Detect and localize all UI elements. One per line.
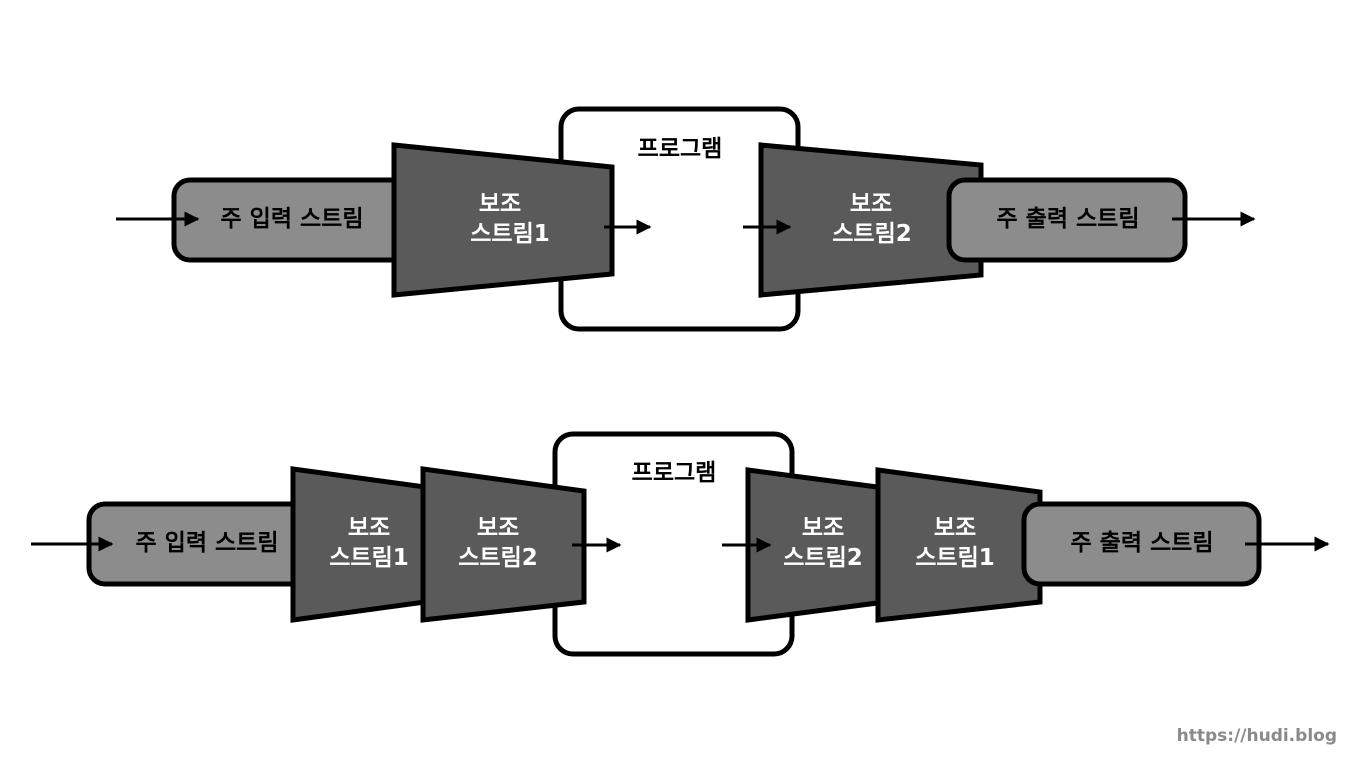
top-primary-input-label: 주 입력 스트림 bbox=[221, 206, 364, 232]
bottom-aux-input-stream-2 bbox=[420, 466, 587, 623]
top-aux-output-line2: 스트림2 bbox=[832, 221, 911, 247]
bottom-primary-input-label: 주 입력 스트림 bbox=[136, 530, 279, 556]
bottom-aux-output-2-line1: 보조 bbox=[934, 515, 976, 541]
bottom-aux-input-1-line2: 스트림1 bbox=[329, 545, 408, 571]
top-diagram: 프로그램 주 입력 스트림 보조 스트림1 보조 스트림2 주 출력 스트림 bbox=[116, 106, 1256, 332]
top-aux-input-line2: 스트림1 bbox=[470, 221, 549, 247]
bottom-program-label: 프로그램 bbox=[632, 460, 717, 486]
bottom-aux-input-1-line1: 보조 bbox=[348, 515, 390, 541]
bottom-aux-output-1-line2: 스트림2 bbox=[783, 545, 862, 571]
bottom-primary-output-label: 주 출력 스트림 bbox=[1071, 530, 1214, 556]
top-program-label: 프로그램 bbox=[638, 136, 723, 162]
top-aux-input-line1: 보조 bbox=[479, 191, 521, 217]
watermark: https://hudi.blog bbox=[1177, 726, 1337, 746]
bottom-aux-output-stream-2 bbox=[875, 467, 1043, 623]
top-aux-output-line1: 보조 bbox=[850, 191, 892, 217]
top-primary-output-label: 주 출력 스트림 bbox=[997, 206, 1140, 232]
top-aux-input-stream bbox=[391, 142, 615, 298]
bottom-aux-output-2-line2: 스트림1 bbox=[915, 545, 994, 571]
bottom-aux-input-2-line2: 스트림2 bbox=[458, 545, 537, 571]
bottom-aux-input-2-line1: 보조 bbox=[477, 515, 519, 541]
bottom-diagram: 프로그램 주 입력 스트림 보조 스트림1 보조 스트림2 보조 스트림2 보조… bbox=[31, 431, 1330, 657]
top-aux-output-stream bbox=[758, 142, 984, 298]
bottom-aux-output-1-line1: 보조 bbox=[802, 515, 844, 541]
